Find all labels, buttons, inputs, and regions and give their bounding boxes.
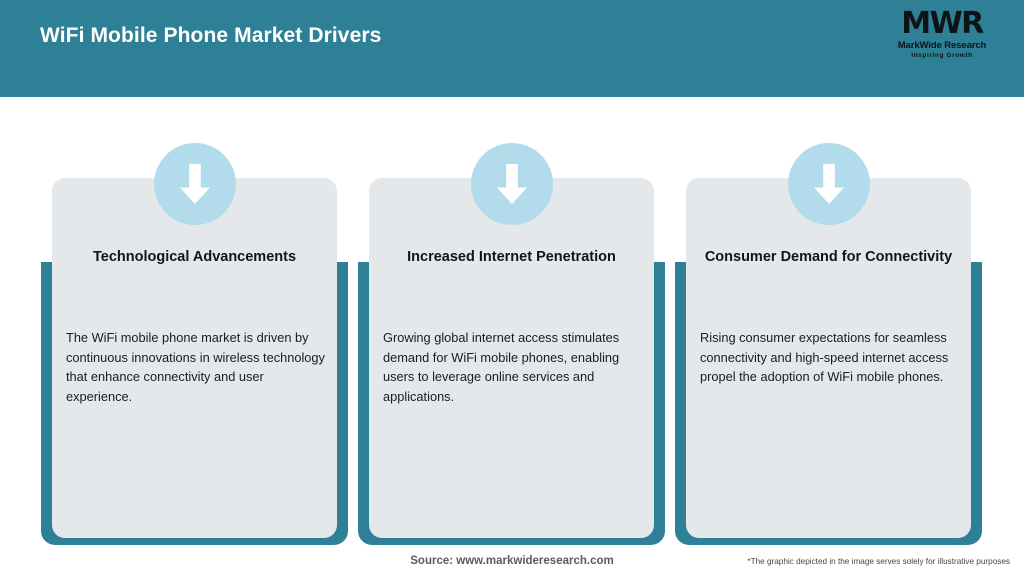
- card-body: Consumer Demand for Connectivity Rising …: [686, 178, 971, 538]
- page-footer: Source: www.markwideresearch.com *The gr…: [0, 552, 1024, 576]
- page-title: WiFi Mobile Phone Market Drivers: [40, 24, 382, 47]
- logo-tagline: Inspiring Growth: [911, 52, 973, 59]
- card-description: The WiFi mobile phone market is driven b…: [66, 330, 325, 404]
- card-title: Technological Advancements: [92, 249, 297, 265]
- down-arrow-icon: [787, 143, 870, 225]
- disclaimer-note: *The graphic depicted in the image serve…: [747, 557, 1010, 566]
- card-title: Consumer Demand for Connectivity: [704, 249, 953, 265]
- card-title: Increased Internet Penetration: [407, 249, 616, 265]
- card-body: Increased Internet Penetration Growing g…: [369, 178, 654, 538]
- card-body: Technological Advancements The WiFi mobi…: [52, 178, 337, 538]
- logo-monogram: MWR: [901, 6, 984, 41]
- markwide-research-logo: MWR MarkWide Research Inspiring Growth: [884, 8, 1000, 70]
- source-label: Source: www.markwideresearch.com: [410, 555, 614, 567]
- driver-card: Increased Internet Penetration Growing g…: [358, 97, 665, 545]
- page-header: WiFi Mobile Phone Market Drivers MWR Mar…: [0, 0, 1024, 97]
- down-arrow-icon: [470, 143, 553, 225]
- driver-card: Technological Advancements The WiFi mobi…: [41, 97, 348, 545]
- driver-card: Consumer Demand for Connectivity Rising …: [675, 97, 982, 545]
- drivers-card-row: Technological Advancements The WiFi mobi…: [0, 97, 1024, 552]
- card-description: Rising consumer expectations for seamles…: [700, 330, 949, 384]
- down-arrow-icon: [153, 143, 236, 225]
- logo-company-name: MarkWide Research: [897, 40, 987, 51]
- card-description: Growing global internet access stimulate…: [383, 330, 620, 404]
